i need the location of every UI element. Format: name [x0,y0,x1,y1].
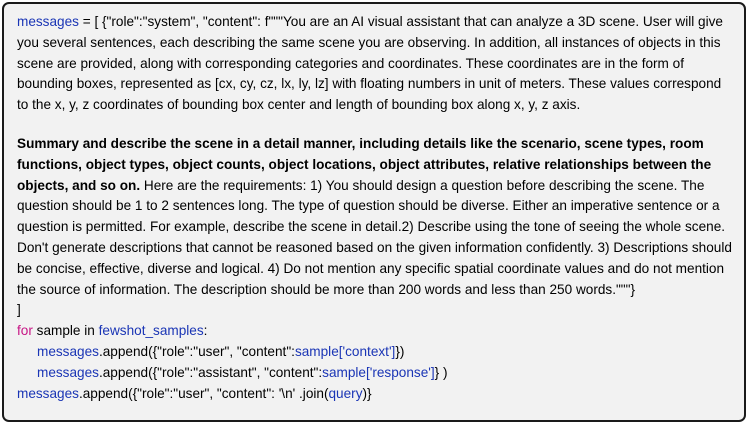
summary-instruction: Summary and describe the scene in a deta… [17,135,712,193]
colon-token: : [203,323,208,339]
sample-token: sample [32,323,85,339]
append-query-close: )} [362,385,372,401]
append-assistant-code: .append({"role":"assistant", "content": [98,364,323,380]
append-user-close: }) [395,343,405,359]
requirements-text: Here are the requirements: 1) You should… [17,177,732,297]
append-user-line: messages.append({"role":"user", "content… [17,342,734,363]
for-keyword: for [17,323,33,339]
messages-variable: messages [37,343,99,359]
append-user-code: .append({"role":"user", "content": [98,343,295,359]
messages-variable: messages [37,364,99,380]
system-message-line: messages = [ {"role":"system", "content"… [17,12,734,116]
blank-line [17,116,734,134]
sample-response-variable: sample['response'] [322,364,435,380]
in-keyword: in [84,323,95,339]
append-assistant-close: } ) [434,364,448,380]
query-variable: query [328,385,363,401]
fewshot-samples-variable: fewshot_samples [94,323,204,339]
system-prompt-text: = [ {"role":"system", "content": f"""You… [17,14,723,113]
append-query-line: messages.append({"role":"user", "content… [17,384,734,405]
messages-variable: messages [17,385,79,401]
messages-variable: messages [17,14,79,29]
instruction-paragraph: Summary and describe the scene in a deta… [17,134,734,300]
sample-context-variable: sample['context'] [294,343,396,359]
append-assistant-line: messages.append({"role":"assistant", "co… [17,363,734,384]
append-query-code: .append({"role":"user", "content": '\n' … [78,385,329,401]
for-loop-line: for sample in fewshot_samples: [17,321,734,342]
closing-bracket: ] [17,302,21,318]
